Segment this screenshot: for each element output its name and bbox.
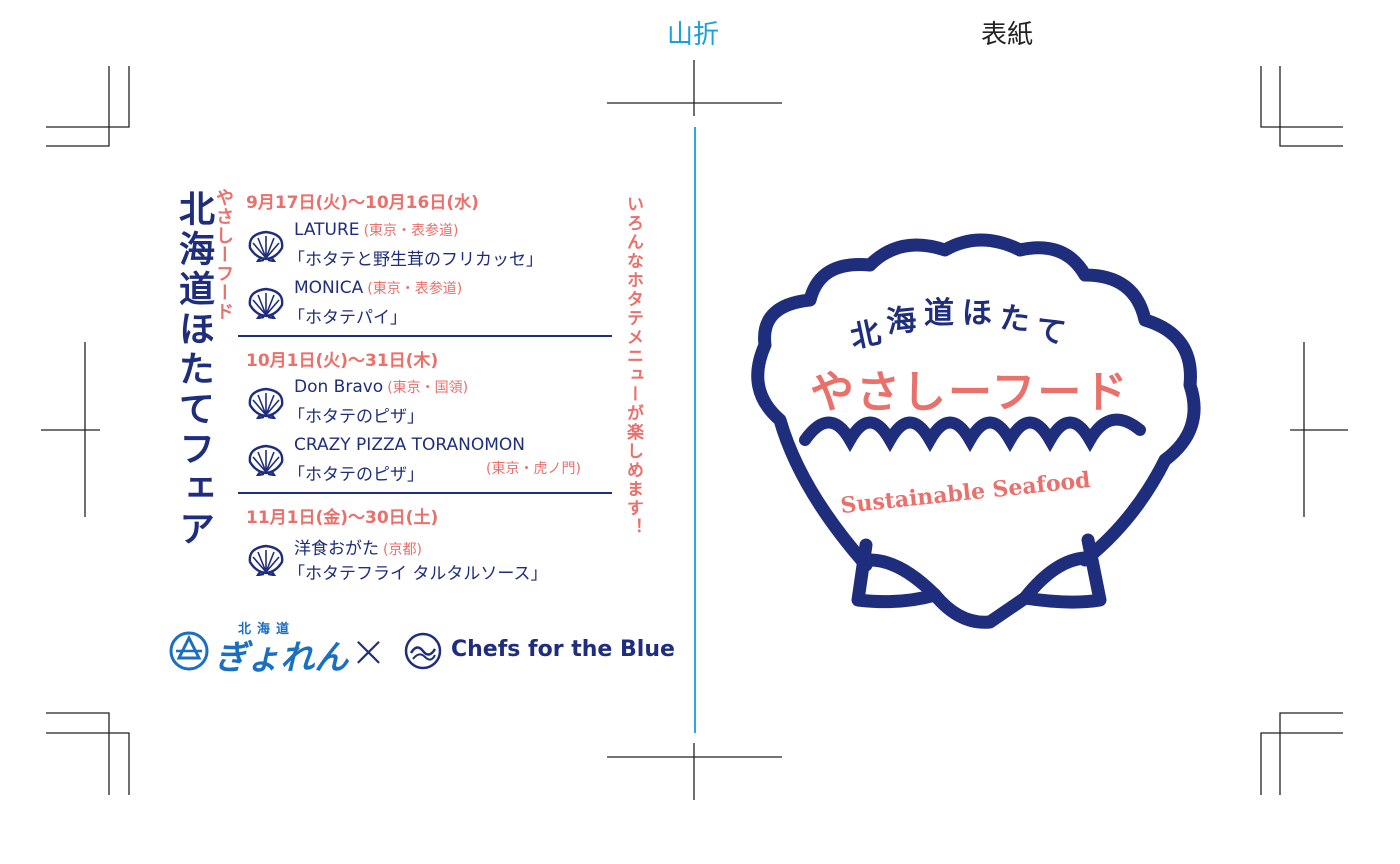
gyoren-small-text: 北海道	[238, 622, 296, 637]
restaurant-dish: 「ホタテパイ」	[288, 308, 407, 328]
mountain-fold-label: 山折	[667, 20, 720, 50]
restaurant-name-text: 洋食おがた	[294, 539, 379, 559]
restaurant-name: 洋食おがた(京都)	[294, 534, 422, 559]
scallop-shell-icon	[751, 233, 1201, 629]
period-divider	[238, 335, 612, 337]
restaurant-dish: 「ホタテのピザ」	[288, 407, 424, 427]
scallop-shell-icon	[248, 444, 284, 476]
restaurant-name: MONICA(東京・表参道)	[294, 278, 462, 298]
restaurant-name: LATURE(東京・表参道)	[294, 220, 459, 240]
scallop-shell-icon	[248, 387, 284, 419]
scallop-shell-icon	[248, 544, 284, 576]
restaurant-name: CRAZY PIZZA TORANOMON	[294, 435, 526, 455]
fair-subtitle: やさしーフード	[213, 188, 234, 321]
logo-title-char: ほ	[962, 296, 992, 331]
restaurant-dish: 「ホタテフライ タルタルソース」	[288, 564, 548, 584]
fair-title: 北海道ほたてフェア	[173, 190, 215, 550]
period-date: 10月1日(火)～31日(木)	[246, 351, 439, 371]
period-divider	[238, 492, 612, 494]
scallop-shell-icon	[248, 230, 284, 262]
logo-main-text: やさしーフード	[810, 367, 1130, 418]
restaurant-dish: 「ホタテのピザ」	[288, 465, 424, 485]
logo-title-char: た	[997, 300, 1032, 339]
restaurant-name-text: MONICA	[294, 278, 364, 298]
restaurant-location: (東京・虎ノ門)	[486, 461, 581, 477]
gyoren-logo-text: ぎょれん	[214, 638, 349, 678]
restaurant-location: (東京・国領)	[387, 380, 469, 396]
chefs-for-the-blue-text: Chefs for the Blue	[451, 637, 675, 662]
gyoren-logo-icon	[169, 631, 209, 671]
collab-times-sign: ×	[350, 626, 387, 677]
scallop-shell-icon	[248, 287, 284, 319]
period-date: 11月1日(金)～30日(土)	[246, 508, 439, 528]
logo-title-char: 道	[924, 296, 954, 331]
cover-label: 表紙	[981, 20, 1034, 50]
restaurant-location: (東京・表参道)	[363, 223, 459, 239]
restaurant-name-text: LATURE	[294, 220, 360, 240]
logo-title-char: 海	[884, 302, 919, 341]
fold-line	[694, 127, 696, 733]
restaurant-name: Don Bravo(東京・国領)	[294, 377, 468, 397]
period-date: 9月17日(火)～10月16日(水)	[246, 193, 479, 213]
side-note: いろんなホタテメニューが楽しめます！	[623, 195, 643, 537]
restaurant-name-text: Don Bravo	[294, 377, 384, 397]
restaurant-location: (東京・表参道)	[367, 281, 463, 297]
chefs-for-the-blue-icon	[404, 632, 442, 670]
restaurant-dish: 「ホタテと野生茸のフリカッセ」	[288, 250, 543, 270]
restaurant-location: (京都)	[383, 542, 422, 558]
